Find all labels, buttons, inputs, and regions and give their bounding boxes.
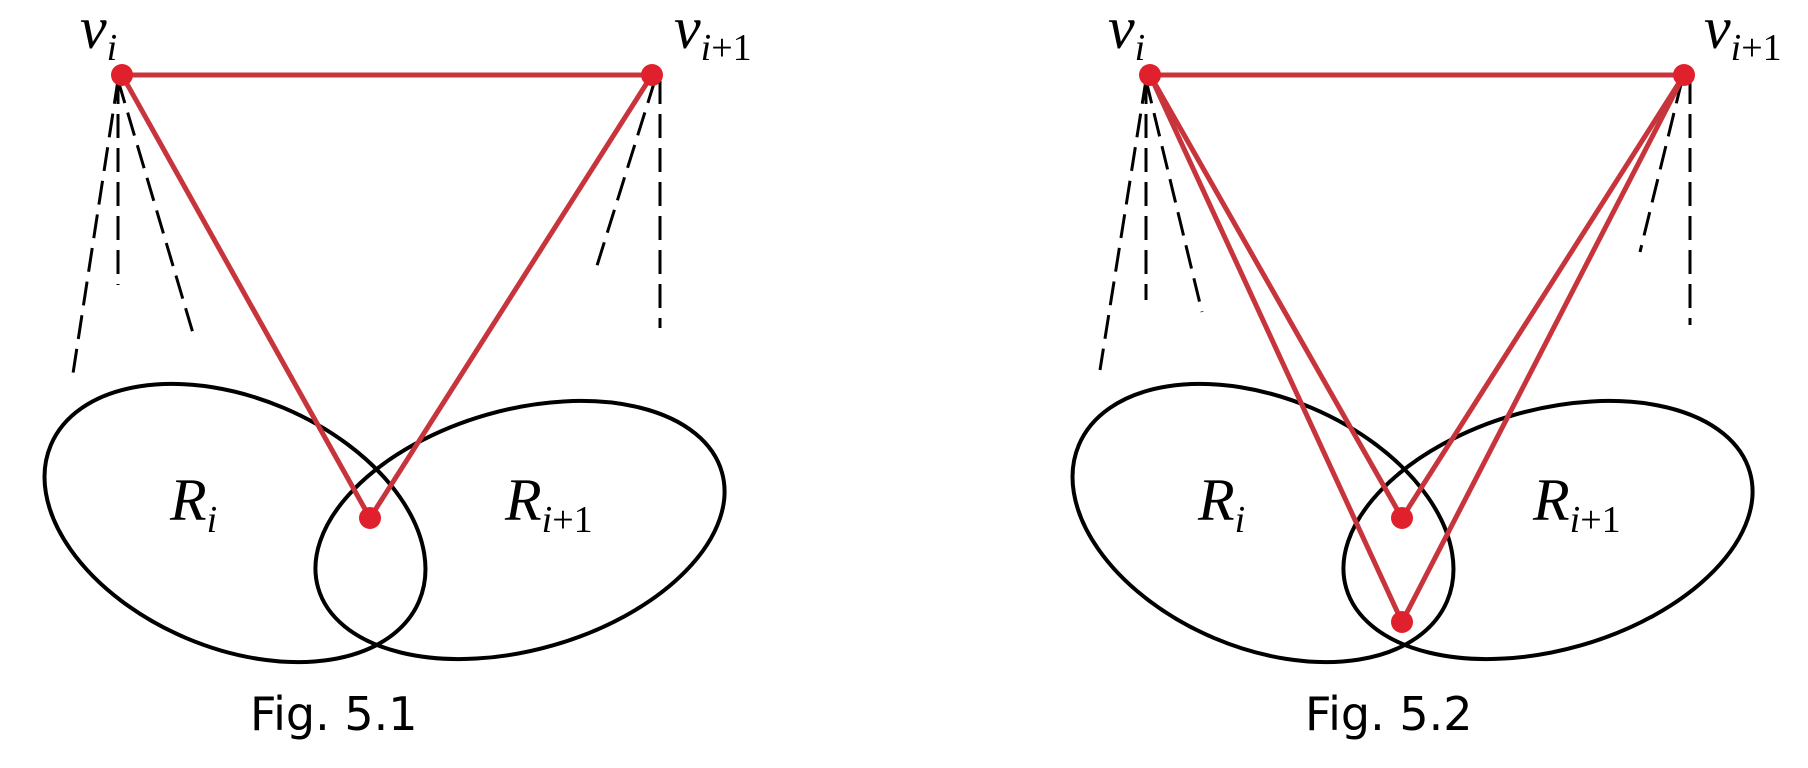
edge-vi1-to-upper-point (1399, 72, 1687, 521)
figure-5-2: vi vi+1 Ri Ri+1 Fig. 5.2 (1070, 0, 1782, 741)
edge-vi1-to-meet (367, 72, 655, 521)
label-v-i: vi (1108, 0, 1145, 69)
label-R-i-plus-1: Ri+1 (1532, 467, 1621, 541)
dashed-guides-right-vertex (1638, 79, 1692, 325)
vertex-upper-point (1391, 507, 1413, 529)
dashed-guide (1098, 79, 1148, 371)
label-v-i-plus-1: vi+1 (674, 0, 752, 69)
path-edges (119, 72, 655, 521)
path-edges (1147, 72, 1687, 625)
label-R-i: Ri (1197, 467, 1245, 541)
edge-vi1-to-lower-point (1399, 72, 1687, 625)
region-ellipse-left (42, 381, 428, 665)
label-v-i-plus-1: vi+1 (1704, 0, 1782, 69)
vertex-vi (111, 64, 133, 86)
region-ellipse-left (1070, 381, 1456, 665)
region-ellipse-right (1341, 398, 1755, 662)
vertex-vi1 (1673, 64, 1695, 86)
vertex-vi1 (641, 64, 663, 86)
label-v-i: vi (80, 0, 117, 69)
dashed-guide (1638, 79, 1684, 253)
figure-caption: Fig. 5.1 (250, 687, 418, 741)
region-ellipse-right (313, 398, 727, 662)
figure-caption: Fig. 5.2 (1305, 687, 1473, 741)
label-R-i-plus-1: Ri+1 (504, 467, 593, 541)
vertex-vi (1139, 64, 1161, 86)
dashed-guide (1144, 79, 1204, 313)
label-R-i: Ri (169, 467, 217, 541)
figure-5-1: vi vi+1 Ri Ri+1 Fig. 5.1 (42, 0, 752, 741)
dashed-guides-right-vertex (593, 79, 662, 328)
vertex-meeting-point (359, 507, 381, 529)
dashed-guide (593, 79, 657, 273)
dashed-guides-left-vertex (70, 79, 197, 381)
dashed-guides-left-vertex (1098, 79, 1204, 371)
vertex-lower-point (1391, 611, 1413, 633)
dashed-guide (70, 79, 120, 381)
edge-vi-to-meet (119, 72, 373, 521)
edge-vi-to-upper-point (1147, 72, 1405, 521)
edge-vi-to-lower-point (1147, 72, 1405, 625)
dashed-guide (116, 79, 197, 341)
